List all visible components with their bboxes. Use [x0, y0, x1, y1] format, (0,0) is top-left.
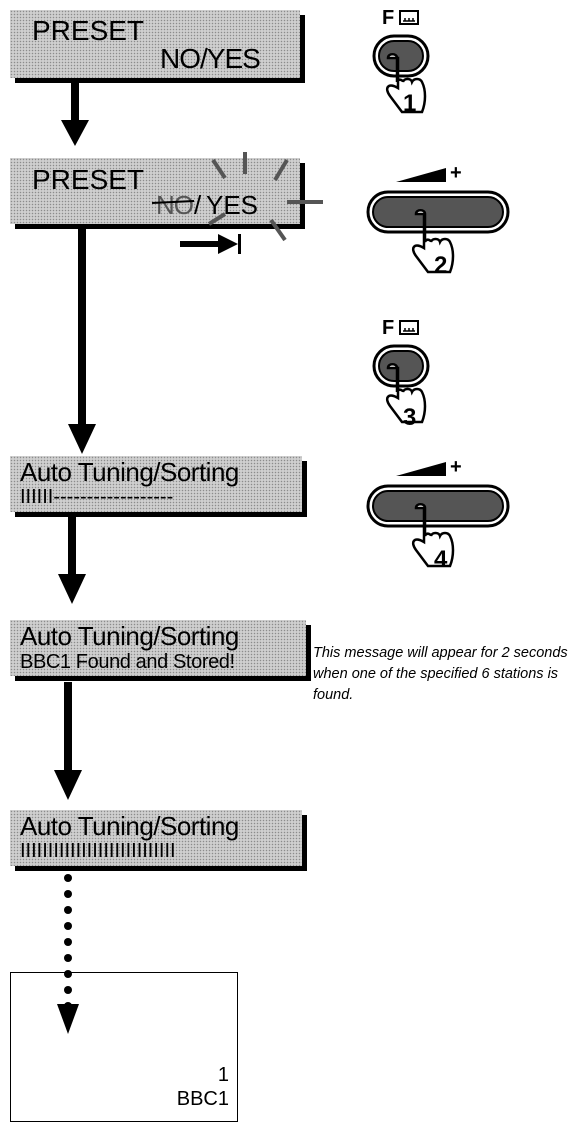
- lcd-no: NO: [156, 190, 194, 220]
- found-message-note: This message will appear for 2 seconds w…: [313, 645, 568, 703]
- flow-arrow-4: [54, 682, 82, 800]
- lcd-preset-yes-selected: PRESET NO / YES: [10, 158, 300, 224]
- blink-rays-icon: [207, 152, 323, 242]
- function-button-icon: [372, 320, 430, 424]
- lcd-progress-full: IIIIIIIIIIIIIIIIIIIIIIIIIIII: [20, 840, 176, 862]
- flow-arrow-1: [61, 82, 89, 146]
- button-label: F: [382, 317, 395, 339]
- lcd-station-found: Auto Tuning/Sorting BBC1 Found and Store…: [10, 620, 306, 676]
- lcd-sep: /: [194, 190, 202, 220]
- press-volume-up-button-step-2: + 2: [366, 160, 516, 290]
- press-volume-up-button-step-4: + 4: [366, 454, 516, 584]
- step-number: 2: [434, 252, 448, 279]
- channel-name: BBC1: [176, 1088, 229, 1110]
- press-function-button-step-3: F 3: [370, 314, 450, 434]
- step-number: 4: [434, 546, 448, 573]
- lcd-auto-tuning-progress: Auto Tuning/Sorting IIIIII--------------…: [10, 456, 302, 512]
- lcd-title: Auto Tuning/Sorting: [20, 811, 239, 841]
- step-number: 1: [403, 90, 417, 117]
- lcd-value: NO/YES: [160, 43, 261, 74]
- select-right-arrow-icon: [180, 234, 241, 254]
- step-number: 3: [403, 404, 417, 431]
- flow-arrow-2: [68, 228, 96, 454]
- volume-up-button-icon: [366, 168, 510, 274]
- progress-bars: IIIIII: [20, 486, 54, 508]
- button-label: +: [450, 162, 462, 184]
- lcd-preset-no-yes: PRESET NO/YES: [10, 10, 300, 78]
- button-label: +: [450, 456, 462, 478]
- press-function-button-step-1: 1: [370, 4, 450, 124]
- function-button-icon: [372, 10, 430, 114]
- lcd-title: Auto Tuning/Sorting: [20, 457, 239, 487]
- lcd-title: PRESET: [32, 15, 145, 46]
- progress-dashes: ------------------: [53, 486, 174, 508]
- button-label: F: [382, 7, 395, 29]
- lcd-progress: IIIIII------------------: [20, 487, 173, 507]
- strike-no-icon: [151, 200, 195, 204]
- lcd-title: Auto Tuning/Sorting: [20, 621, 239, 651]
- volume-up-button-icon: [366, 462, 510, 568]
- lcd-message: BBC1 Found and Stored!: [20, 651, 235, 673]
- lcd-auto-tuning-complete: Auto Tuning/Sorting IIIIIIIIIIIIIIIIIIII…: [10, 810, 302, 866]
- tv-screen: 1 BBC1: [10, 972, 238, 1122]
- dotted-flow-arrow: [57, 874, 79, 1034]
- lcd-title: PRESET: [32, 164, 145, 195]
- flow-arrow-3: [58, 516, 86, 604]
- lcd-yes: YES: [206, 190, 259, 220]
- channel-number: 1: [217, 1064, 229, 1086]
